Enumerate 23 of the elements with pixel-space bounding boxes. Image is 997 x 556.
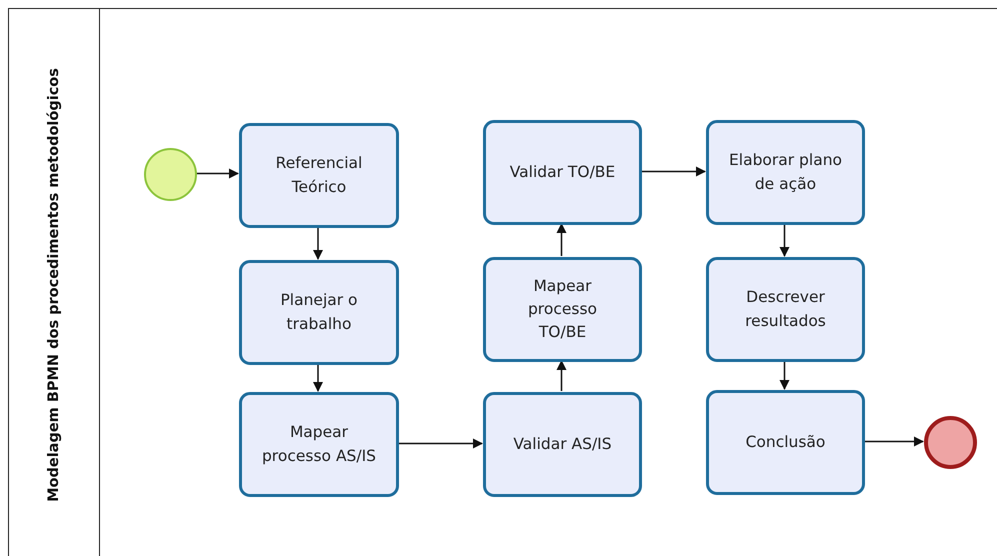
sequence-arrow [556,223,566,256]
task-box: Descrever resultados [706,257,865,362]
start-event [144,148,197,201]
task-box: Mapear processo AS/IS [239,392,399,497]
sequence-arrow [556,360,566,391]
pool-title: Modelagem BPMN dos procedimentos metodológicos [46,67,62,504]
sequence-arrow [780,361,790,390]
task-box: Validar AS/IS [483,392,642,497]
task-box: Validar TO/BE [483,120,642,225]
sequence-arrow [313,227,323,260]
task-box: Planejar o trabalho [239,260,399,365]
pool [8,8,997,556]
sequence-arrow [864,436,924,446]
task-box: Referencial Teórico [239,123,399,228]
task-box: Mapear processo TO/BE [483,257,642,362]
sequence-arrow [641,166,706,176]
sequence-arrow [313,364,323,392]
task-box: Conclusão [706,390,865,495]
sequence-arrow [398,438,483,448]
sequence-arrow [196,168,239,178]
end-event [924,416,977,469]
task-box: Elaborar plano de ação [706,120,865,225]
sequence-arrow [780,224,790,257]
